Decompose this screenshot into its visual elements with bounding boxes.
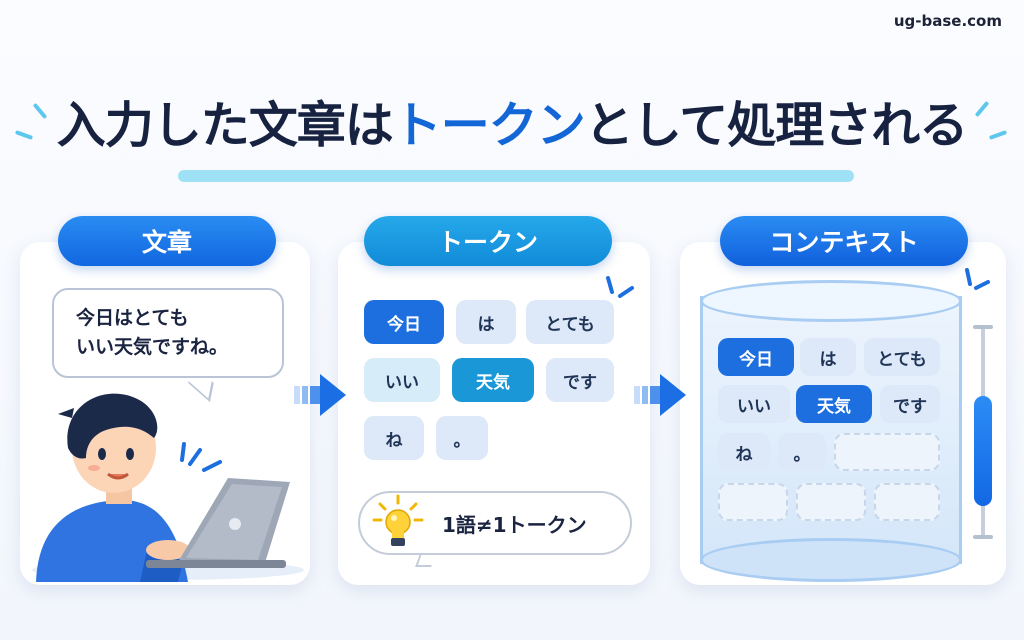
empty-context-slot [796,483,866,521]
context-cylinder-body [700,296,962,564]
token-tile: ね [364,416,424,460]
sentence-line1: 今日はとても [76,307,189,329]
arrow-right-icon [294,374,346,416]
context-token: とても [864,338,940,376]
token-tile: です [546,358,614,402]
context-token: です [880,385,940,423]
empty-context-slot [874,483,940,521]
token-tile: いい [364,358,440,402]
arrow-right-icon [634,374,686,416]
database-cylinder-icon [700,280,962,322]
title-part1: 入力した文章は [56,97,394,154]
lightbulb-icon [372,494,424,546]
site-url: ug-base.com [893,12,1002,30]
empty-context-slot [834,433,940,471]
token-tile: 。 [436,416,488,460]
title-underline [178,170,854,182]
tip-text: 1語≠1トークン [442,512,587,537]
gauge-cap-bottom [973,535,993,539]
context-token: 。 [778,433,826,471]
context-token: 天気 [796,385,872,423]
sparkle-icon [965,268,990,290]
title-wrap: 入力した文章はトークンとして処理される [0,86,1024,157]
person-with-laptop-icon [32,393,304,582]
token-tile: 今日 [364,300,444,344]
sparkle-icon [606,276,634,298]
speech-bubble: 今日はとても いい天気ですね。 [52,288,284,378]
token-tile: は [456,300,516,344]
context-token: いい [718,385,790,423]
context-token: は [800,338,856,376]
empty-context-slot [718,483,788,521]
gauge-cap-top [973,325,993,329]
sentence-line2: いい天気ですね。 [76,336,229,358]
page-title: 入力した文章はトークンとして処理される [56,86,969,157]
context-cylinder-bottom [700,538,962,582]
title-highlight: トークン [392,97,586,154]
sentence-label: 文章 [58,216,276,266]
gauge-fill [974,396,992,506]
context-token: ね [718,433,770,471]
token-tile: 天気 [452,358,534,402]
title-part2: として処理される [584,97,969,154]
token-tile: とても [526,300,614,344]
context-label: コンテキスト [720,216,968,266]
tokens-label: トークン [364,216,612,266]
context-token: 今日 [718,338,794,376]
